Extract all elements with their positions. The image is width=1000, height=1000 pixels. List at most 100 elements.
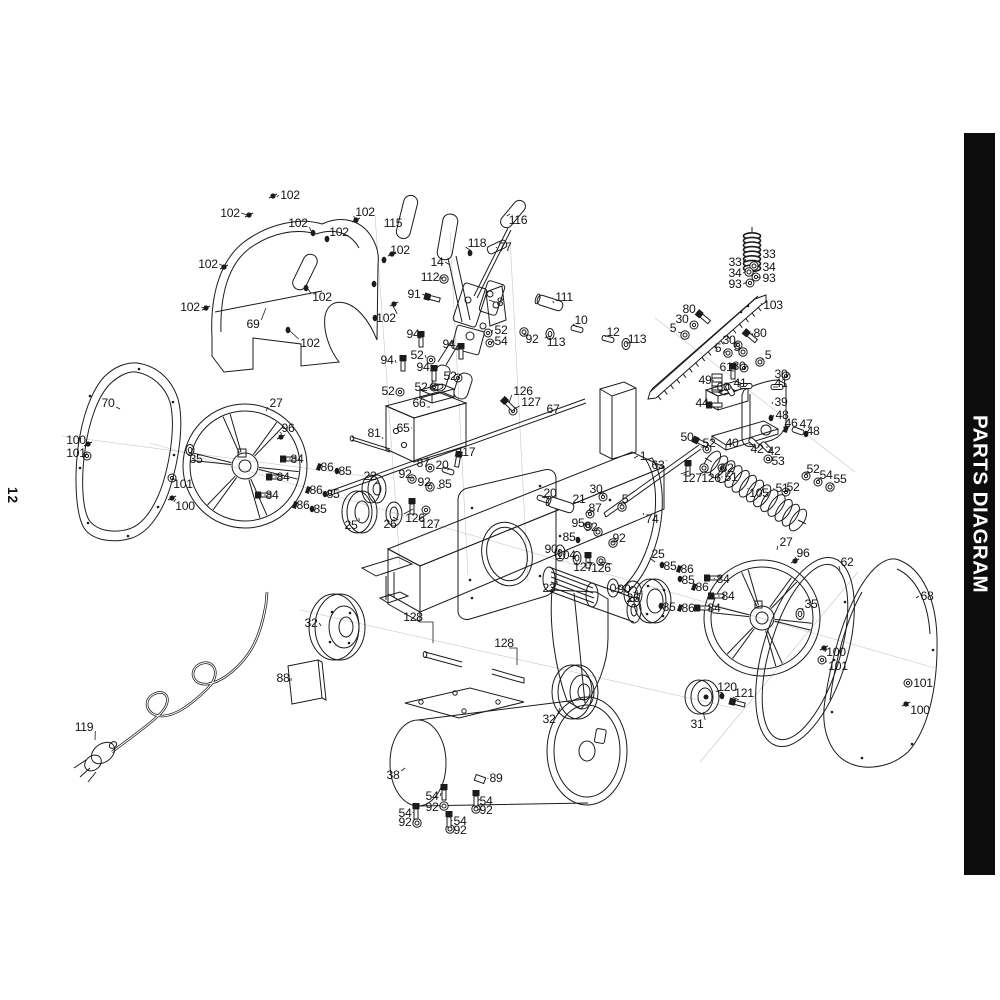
part-label: 84 [717,572,730,586]
part-label: 38 [387,768,400,782]
part-label: 33 [729,255,742,269]
part-label: 44 [696,396,709,410]
part-label: 87 [589,501,602,515]
part-label: 30 [733,359,746,373]
part-label: 118 [468,236,487,250]
part-label: 14 [431,255,444,269]
part-label: 116 [509,213,528,227]
part-label: 92 [399,815,412,829]
part-label: 26 [384,517,397,531]
part-label: 92 [613,531,626,545]
part-label: 119 [75,720,94,734]
part-label: 95 [572,516,585,530]
part-label: 86 [682,601,695,615]
part-label: 126 [701,471,721,485]
sidebar-title: PARTS DIAGRAM [968,414,992,594]
part-label: 40 [726,436,739,450]
part-label: 5 [622,492,629,506]
part-label: 25 [652,547,665,561]
part-label: 84 [722,589,735,603]
part-label: 100 [910,703,930,717]
part-label: 102 [220,206,240,220]
part-label: 90 [618,582,631,596]
part-label: 27 [780,535,793,549]
part-label: 127 [521,395,541,409]
part-label: 54 [820,468,833,482]
part-label: 5 [715,341,722,355]
motor-pulley-part-31 [684,679,720,715]
wheel-part-32-right [551,664,599,720]
page-number: 12 [5,487,20,505]
part-label: 104 [556,548,576,562]
part-label: 86 [681,562,694,576]
part-label: 46 [785,416,798,430]
part-label: 94 [381,353,394,367]
part-label: 100 [175,499,195,513]
part-label: 20 [544,486,557,500]
part-label: 93 [763,271,776,285]
part-label: 33 [763,247,776,261]
part-label: 52 [703,436,716,450]
part-label: 34 [763,260,776,274]
part-label: 94 [407,327,420,341]
part-label: 92 [480,803,493,817]
part-label: 96 [797,546,810,560]
part-label: 92 [585,520,598,534]
part-label: 30 [590,482,603,496]
part-label: 113 [547,335,566,349]
part-label: 49 [699,373,712,387]
part-label: 96 [282,421,295,435]
part-label: 52 [787,480,800,494]
part-label: 32 [543,712,556,726]
part-label: 85 [663,600,676,614]
part-label: 102 [376,311,396,325]
power-cord-part-119 [73,591,269,783]
part-label: 51 [725,470,738,484]
part-label: 30 [676,312,689,326]
part-label: 35 [805,597,818,611]
part-label: 63 [652,458,665,472]
part-label: 70 [102,396,115,410]
part-label: 102 [280,188,300,202]
part-label: 102 [312,290,332,304]
part-label: 54 [399,806,412,820]
part-label: 20 [436,458,449,472]
part-label: 52 [444,369,457,383]
part-label: 5 [765,348,772,362]
part-label: 84 [708,601,721,615]
part-label: 54 [480,794,493,808]
part-label: 102 [180,300,200,314]
part-label: 85 [664,559,677,573]
part-label: 120 [717,680,737,694]
part-label: 61 [720,360,733,374]
part-label: 81 [368,426,381,440]
belt-cover-part-69 [211,219,379,373]
part-label: 102 [390,243,410,257]
part-label: 86 [321,460,334,474]
part-label: 102 [288,216,308,230]
part-label: 100 [66,433,86,447]
part-label: 126 [513,384,533,398]
part-label: 52 [807,462,820,476]
part-label: 103 [763,298,783,312]
part-label: 126 [591,561,611,575]
part-label: 48 [776,408,789,422]
part-label: 51 [776,481,789,495]
part-label: 5 [670,321,677,335]
part-label: 102 [355,205,375,219]
part-label: 85 [314,502,327,516]
part-label: 27 [270,396,283,410]
part-label: 54 [454,814,467,828]
part-label: 85 [563,530,576,544]
part-label: 22 [364,469,377,483]
part-label: 54 [495,334,508,348]
part-label: 88 [277,671,290,685]
part-label: 47 [800,417,813,431]
part-label: 126 [405,511,425,525]
part-label: 92 [418,475,431,489]
part-label: 54 [426,789,439,803]
part-label: 127 [682,471,702,485]
part-label: 94 [443,337,456,351]
